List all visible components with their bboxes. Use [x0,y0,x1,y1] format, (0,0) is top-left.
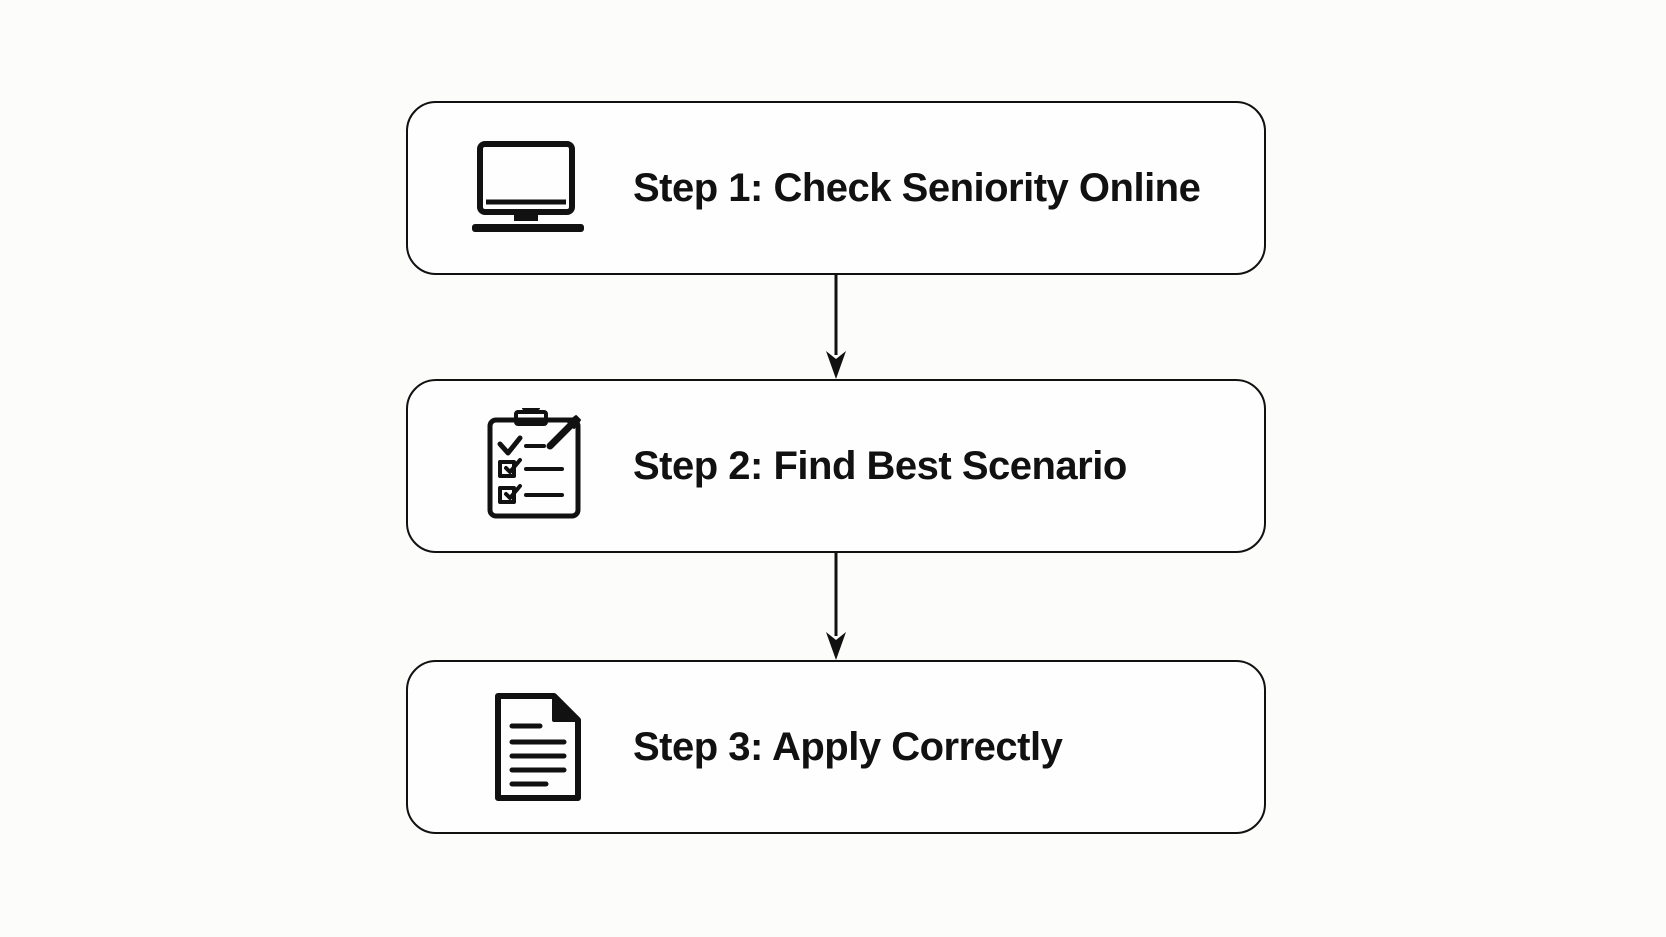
arrow-connector-1 [826,275,846,379]
step-3-label: Step 3: Apply Correctly [633,725,1063,769]
arrow-connector-2 [826,553,846,660]
checklist-clipboard-icon [468,408,588,519]
computer-monitor-icon [468,140,588,240]
step-1-label: Step 1: Check Seniority Online [633,166,1201,210]
step-1-box: Step 1: Check Seniority Online [406,101,1266,275]
step-2-box: Step 2: Find Best Scenario [406,379,1266,553]
step-3-box: Step 3: Apply Correctly [406,660,1266,834]
step-2-label: Step 2: Find Best Scenario [633,444,1127,488]
document-icon [468,693,588,801]
